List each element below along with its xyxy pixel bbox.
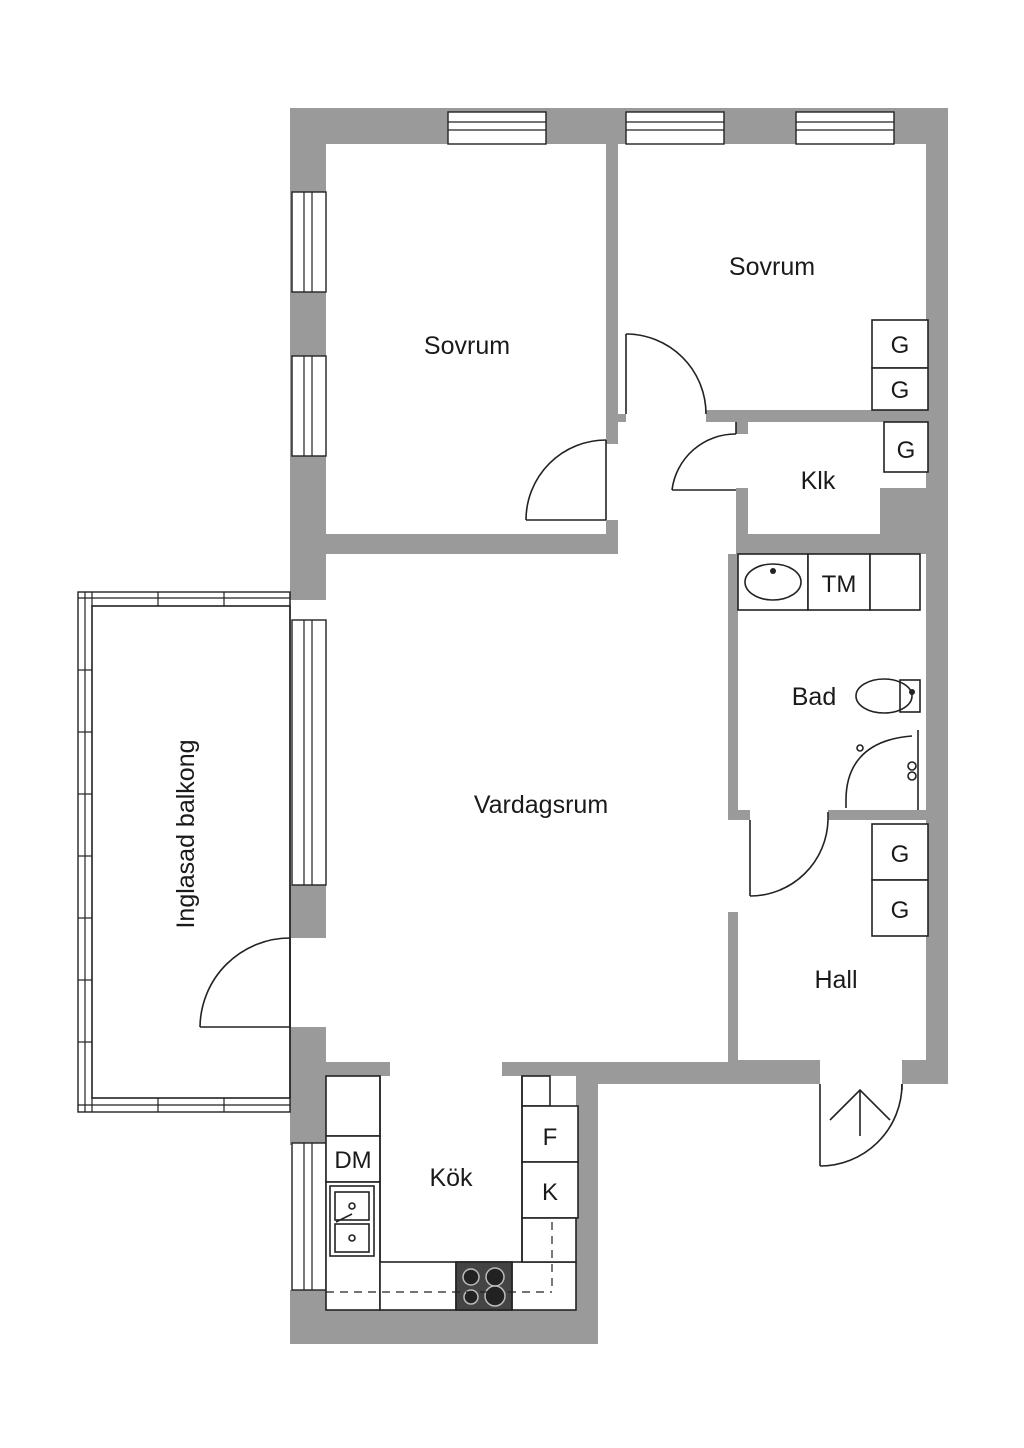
room-label-klk: Klk [801, 467, 836, 495]
wall-bath-south [728, 810, 750, 820]
wall-south-kitchen [290, 1310, 598, 1344]
wall-bed-east-south [706, 410, 928, 422]
washer [807, 553, 871, 611]
fridge-label: K [542, 1179, 558, 1206]
windows [291, 111, 895, 1291]
wardrobes: G G G G G [871, 319, 929, 937]
door-balcony [199, 937, 291, 1028]
wall-bath-south-east [828, 810, 928, 820]
room-label-vardagsrum: Vardagsrum [474, 791, 608, 819]
wall-klk-west-lower [736, 488, 748, 536]
window-north-1 [447, 111, 547, 145]
wardrobe-label: G [891, 841, 910, 868]
window-north-3 [795, 111, 895, 145]
dishwasher [325, 1135, 381, 1183]
wall-bed-door-jamb [606, 520, 618, 554]
wardrobe-label: G [897, 437, 916, 464]
room-label-bad: Bad [792, 683, 836, 711]
door-bedroom-west [525, 439, 607, 521]
window-west-living [291, 619, 327, 886]
wardrobe-hall-2 [871, 879, 929, 937]
window-north-2 [625, 111, 725, 145]
wall-hall-west [728, 912, 738, 1062]
wall-cabinet-outline [326, 1222, 553, 1293]
room-fills [326, 144, 926, 1310]
room-label-hall: Hall [814, 966, 857, 994]
shelf [869, 553, 921, 611]
wardrobe-bedroom-east-2 [871, 367, 929, 411]
room-label-sovrum-west: Sovrum [424, 332, 510, 360]
kitchen-fixtures: DM F K [325, 1075, 579, 1311]
wardrobe-klk [883, 421, 929, 473]
wardrobe-label: G [891, 377, 910, 404]
wall-east-klk [880, 488, 928, 536]
wall-bath-top [728, 534, 928, 554]
window-west-2 [291, 355, 327, 457]
hob-icon [455, 1261, 513, 1311]
wall-east-kitchen [576, 1060, 598, 1344]
room-labels: Sovrum Sovrum Klk Bad Vardagsrum Hall Kö… [172, 253, 858, 1192]
wall-west-upper [290, 108, 326, 600]
door-bathroom [749, 812, 829, 897]
wall-west-mid [290, 885, 326, 938]
wall-bath-west [728, 534, 738, 820]
wardrobe-label: G [891, 332, 910, 359]
wall-klk-west [736, 422, 748, 434]
room-label-sovrum-east: Sovrum [729, 253, 815, 281]
wall-bed-divider [606, 108, 618, 444]
wardrobe-bedroom-east-1 [871, 319, 929, 369]
kitchen-counter-west [325, 1075, 381, 1137]
wall-kitchen-north-east [502, 1062, 550, 1076]
vanity-counter [737, 553, 809, 611]
kitchen-counter-east [521, 1075, 551, 1107]
door-klk [671, 422, 737, 491]
window-west-1 [291, 191, 327, 293]
kitchen-counter-east-lower [521, 1217, 577, 1263]
bathroom-fixtures: TM [737, 553, 921, 810]
sink-icon [329, 1185, 375, 1257]
wall-east [926, 108, 948, 1084]
wall-kitchen-north-west [290, 1062, 390, 1076]
wall-west-bottom [290, 1095, 326, 1145]
wall-bed-west-south [290, 534, 616, 554]
room-label-balkong: Inglasad balkong [172, 739, 200, 928]
toilet-icon [855, 678, 921, 714]
walls [290, 108, 948, 1344]
freezer-label: F [543, 1124, 558, 1151]
room-label-kok: Kök [429, 1164, 473, 1192]
doors [199, 333, 903, 1167]
dishwasher-label: DM [334, 1147, 371, 1174]
shower-icon [845, 730, 919, 810]
wardrobe-label: G [891, 897, 910, 924]
freezer [521, 1105, 579, 1163]
washer-label: TM [822, 571, 857, 598]
door-bedroom-east [625, 333, 707, 415]
door-entrance [819, 1083, 903, 1167]
window-west-kitchen [291, 1142, 327, 1291]
balcony [77, 591, 291, 1113]
entrance-arrow-icon [829, 1088, 891, 1136]
washbasin-icon [744, 563, 802, 601]
